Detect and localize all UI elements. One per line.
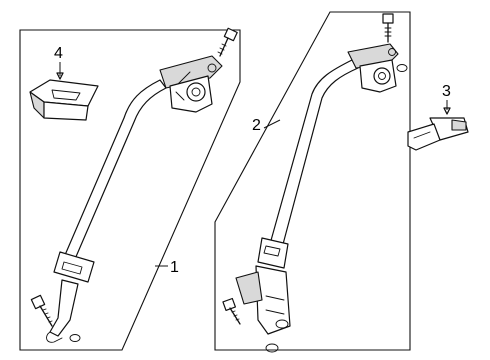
assembly-2-group: 2 (214, 11, 411, 353)
latch-plate-2 (257, 237, 289, 269)
callout-1: 1 (170, 259, 179, 276)
lower-anchor-2 (235, 265, 291, 335)
lower-bolt-2-icon (222, 297, 241, 325)
part-3-buckle: 3 (407, 83, 469, 151)
assembly-1-group: 1 (19, 27, 241, 351)
assembly-2-panel (214, 11, 411, 351)
washer-2-icon (265, 343, 279, 353)
washer-icon (69, 334, 81, 342)
belt-webbing-2 (269, 59, 359, 249)
callout-3: 3 (442, 83, 451, 100)
lower-anchor-1 (49, 279, 79, 337)
retractor-2 (347, 43, 408, 93)
callout-2: 2 (252, 117, 261, 134)
assembly-1-panel (19, 29, 241, 351)
callout-4: 4 (54, 45, 63, 62)
leader-2 (263, 119, 281, 129)
part-4-cover: 4 (29, 45, 99, 121)
retractor-1 (159, 55, 223, 113)
latch-plate-1 (53, 251, 95, 283)
upper-bolt-2-icon (382, 13, 394, 43)
upper-bolt-1-icon (217, 27, 238, 57)
lower-bolt-1-icon (30, 294, 53, 327)
